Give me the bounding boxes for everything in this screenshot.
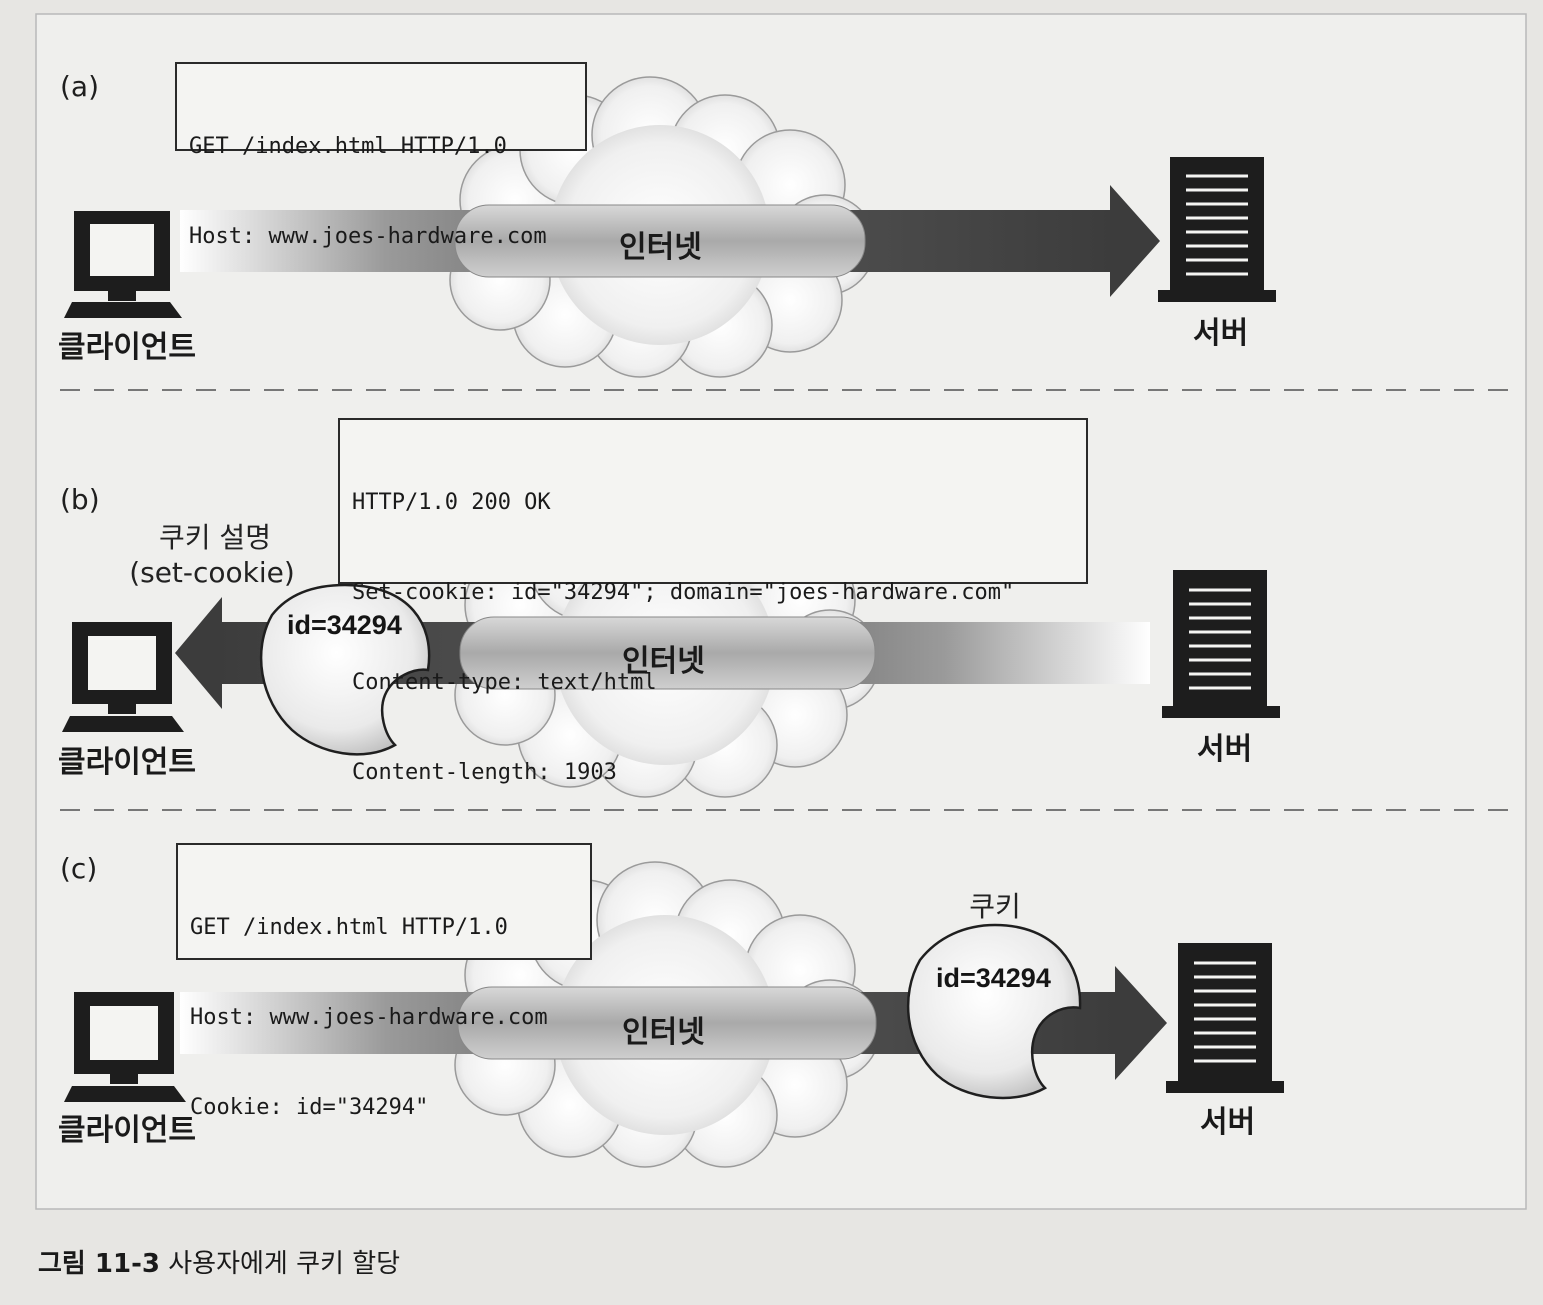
- request-line: Cookie: id="34294": [190, 1095, 429, 1120]
- request-line: Host: www.joes-hardware.com: [189, 224, 547, 249]
- panel-a: [64, 76, 1276, 378]
- cookie-bubble: [906, 923, 1082, 1100]
- internet-label: 인터넷: [619, 230, 702, 265]
- response-line: Content-length: 1903: [352, 760, 617, 785]
- panel-a-label: (a): [60, 70, 100, 103]
- figure-number: 그림 11-3: [38, 1249, 160, 1279]
- cookie-label: 쿠키: [969, 890, 1021, 923]
- client-label: 클라이언트: [58, 330, 196, 365]
- panel-c: [64, 861, 1284, 1168]
- set-cookie-label: (set-cookie): [129, 556, 295, 589]
- response-line: Set-cookie: id="34294"; domain="joes-har…: [352, 580, 1015, 605]
- caption-text: 사용자에게 쿠키 할당: [159, 1249, 401, 1279]
- server-icon: [1162, 570, 1280, 718]
- response-line: Content-type: text/html: [352, 670, 657, 695]
- server-label: 서버: [1193, 316, 1249, 351]
- client-label: 클라이언트: [58, 1113, 196, 1148]
- cookie-id-label: id=34294: [287, 610, 402, 640]
- client-computer-icon: [62, 622, 184, 732]
- client-label: 클라이언트: [58, 745, 196, 780]
- client-computer-icon: [64, 211, 182, 318]
- server-icon: [1166, 943, 1284, 1093]
- panel-c-label: (c): [60, 852, 98, 885]
- server-label: 서버: [1197, 732, 1253, 767]
- http-response-box: HTTP/1.0 200 OK Set-cookie: id="34294"; …: [338, 418, 1088, 875]
- server-icon: [1158, 157, 1276, 302]
- cookie-bubble: [259, 583, 431, 756]
- request-line: GET /index.html HTTP/1.0: [189, 134, 507, 159]
- cookie-id-label: id=34294: [936, 963, 1051, 993]
- request-line: GET /index.html HTTP/1.0: [190, 915, 508, 940]
- panel-b-label: (b): [60, 483, 100, 516]
- figure-caption: 그림 11-3 사용자에게 쿠키 할당: [38, 1243, 400, 1280]
- internet-label: 인터넷: [622, 644, 705, 679]
- request-arrow: [180, 185, 1160, 297]
- internet-label: 인터넷: [622, 1015, 705, 1050]
- http-request-box: GET /index.html HTTP/1.0 Host: www.joes-…: [176, 843, 592, 1120]
- request-line: Host: www.joes-hardware.com: [190, 1005, 548, 1030]
- http-request-box: GET /index.html HTTP/1.0 Host: www.joes-…: [175, 62, 587, 249]
- client-computer-icon: [64, 992, 186, 1102]
- cookie-description-label: 쿠키 설명: [159, 521, 271, 554]
- response-line: HTTP/1.0 200 OK: [352, 490, 551, 515]
- server-label: 서버: [1200, 1105, 1256, 1140]
